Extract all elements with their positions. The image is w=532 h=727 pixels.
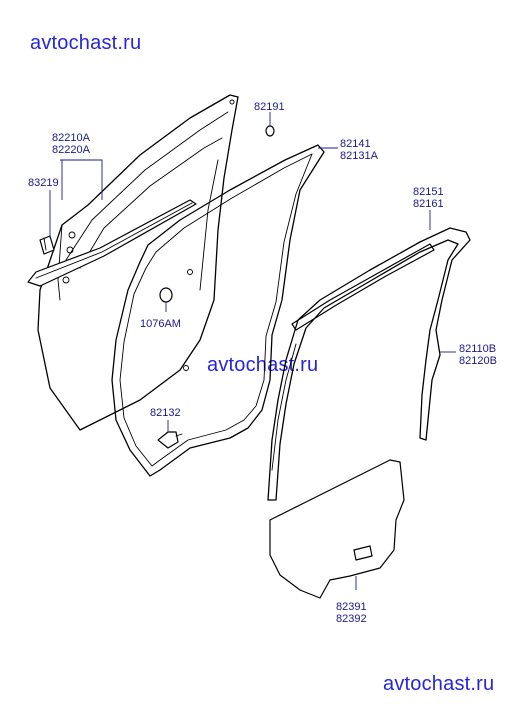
fastener-part	[157, 431, 183, 449]
label-82210a: 82210A	[52, 132, 91, 144]
watermark-top: avtochast.ru	[30, 32, 142, 54]
grommet-part	[265, 125, 275, 137]
label-82392: 82392	[336, 613, 367, 625]
label-83219: 83219	[28, 177, 59, 189]
label-1076am: 1076AM	[140, 318, 181, 330]
trim-pad	[269, 459, 405, 599]
label-82161: 82161	[413, 198, 444, 210]
clip-part	[39, 235, 55, 255]
watermark-bottom: avtochast.ru	[383, 673, 495, 695]
door-weatherstrip	[111, 144, 325, 477]
belt-moulding-strip	[27, 199, 197, 287]
label-82120b: 82120B	[459, 355, 497, 367]
leader-lines	[49, 112, 456, 590]
label-82141: 82141	[340, 138, 371, 150]
watermark-middle: avtochast.ru	[207, 354, 319, 376]
upper-channel-strip	[291, 243, 435, 331]
label-82132: 82132	[150, 407, 181, 419]
label-82391: 82391	[336, 601, 367, 613]
label-82220a: 82220A	[52, 144, 91, 156]
label-82151: 82151	[413, 186, 444, 198]
plug-part	[159, 287, 173, 303]
label-82191: 82191	[254, 101, 285, 113]
label-82131a: 82131A	[340, 150, 379, 162]
label-82110b: 82110B	[459, 343, 496, 355]
glass-run-channel	[267, 227, 471, 501]
